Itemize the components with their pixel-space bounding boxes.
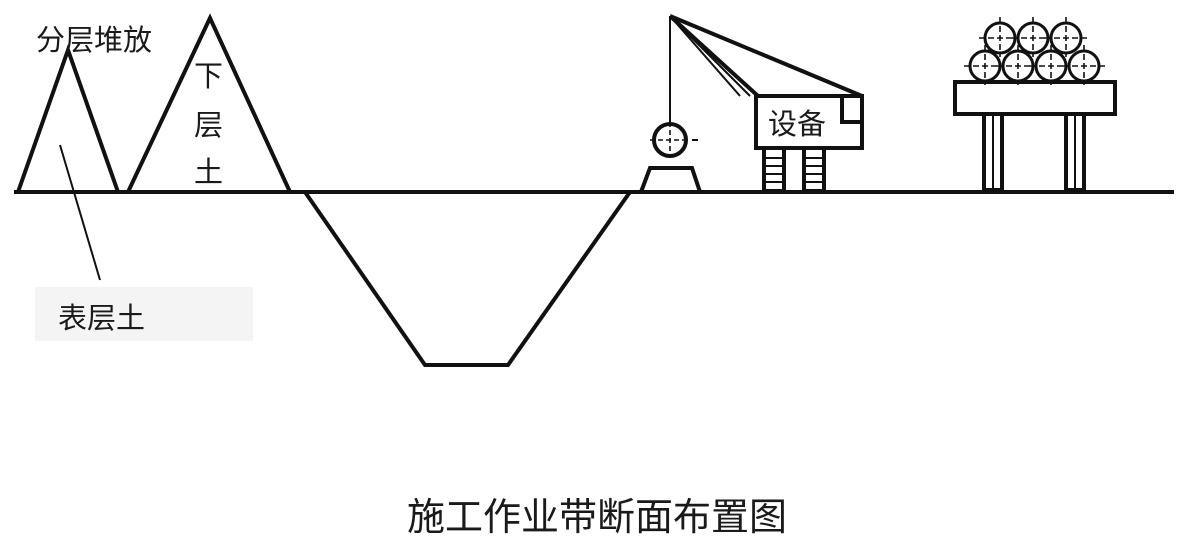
pipe-rack [953, 80, 1117, 192]
pipe [1045, 17, 1087, 57]
lower-soil-label-char-3: 土 [194, 155, 223, 189]
equipment-tracks [762, 146, 826, 193]
topsoil-pile [15, 43, 121, 194]
trench [303, 190, 632, 367]
equipment-label: 设备 [768, 107, 826, 141]
crane-boom [668, 14, 863, 98]
diagram-title: 施工作业带断面布置图 [407, 495, 787, 539]
winch-icon [638, 122, 703, 194]
lower-soil-label-char-2: 层 [194, 108, 223, 142]
pipe [1063, 45, 1105, 85]
topsoil-label: 表层土 [58, 301, 145, 335]
topsoil-leader-line [59, 144, 101, 281]
equipment-cab-top [840, 94, 864, 124]
lower-soil-pile [124, 13, 294, 194]
stacked-pipes [964, 17, 1105, 85]
lower-soil-label-char-1: 下 [194, 59, 223, 93]
pipe [1030, 45, 1072, 85]
topsoil-label-background [35, 287, 253, 341]
layered-stacking-label: 分层堆放 [36, 23, 152, 57]
